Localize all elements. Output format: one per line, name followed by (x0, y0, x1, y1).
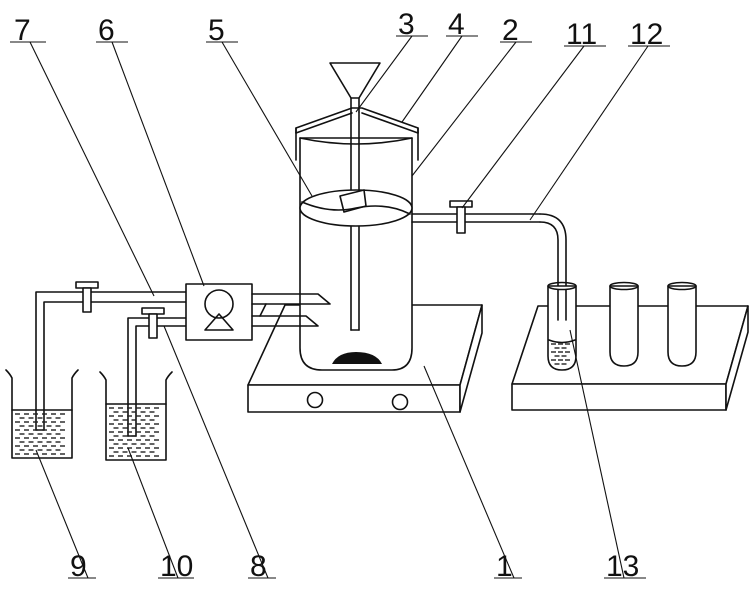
label-4: 4 (448, 8, 465, 41)
label-7: 7 (14, 14, 31, 47)
label-13: 13 (606, 550, 639, 583)
beaker-10-liquid (109, 408, 159, 456)
label-12: 12 (630, 18, 663, 51)
label-3: 3 (398, 8, 415, 41)
gas-outlet (412, 201, 566, 318)
spare-tube-b (668, 283, 696, 367)
collection-tube (548, 283, 576, 371)
label-9: 9 (70, 550, 87, 583)
beaker-9-liquid (15, 414, 65, 454)
label-8: 8 (250, 550, 267, 583)
beaker-9 (6, 370, 78, 458)
label-1: 1 (496, 550, 513, 583)
label-6: 6 (98, 14, 115, 47)
feed-funnel (330, 63, 380, 112)
reactor-vessel (300, 138, 412, 370)
spare-tube-a (610, 283, 638, 367)
label-11: 11 (566, 18, 597, 51)
label-2: 2 (502, 14, 519, 47)
label-5: 5 (208, 14, 225, 47)
label-10: 10 (160, 550, 193, 583)
